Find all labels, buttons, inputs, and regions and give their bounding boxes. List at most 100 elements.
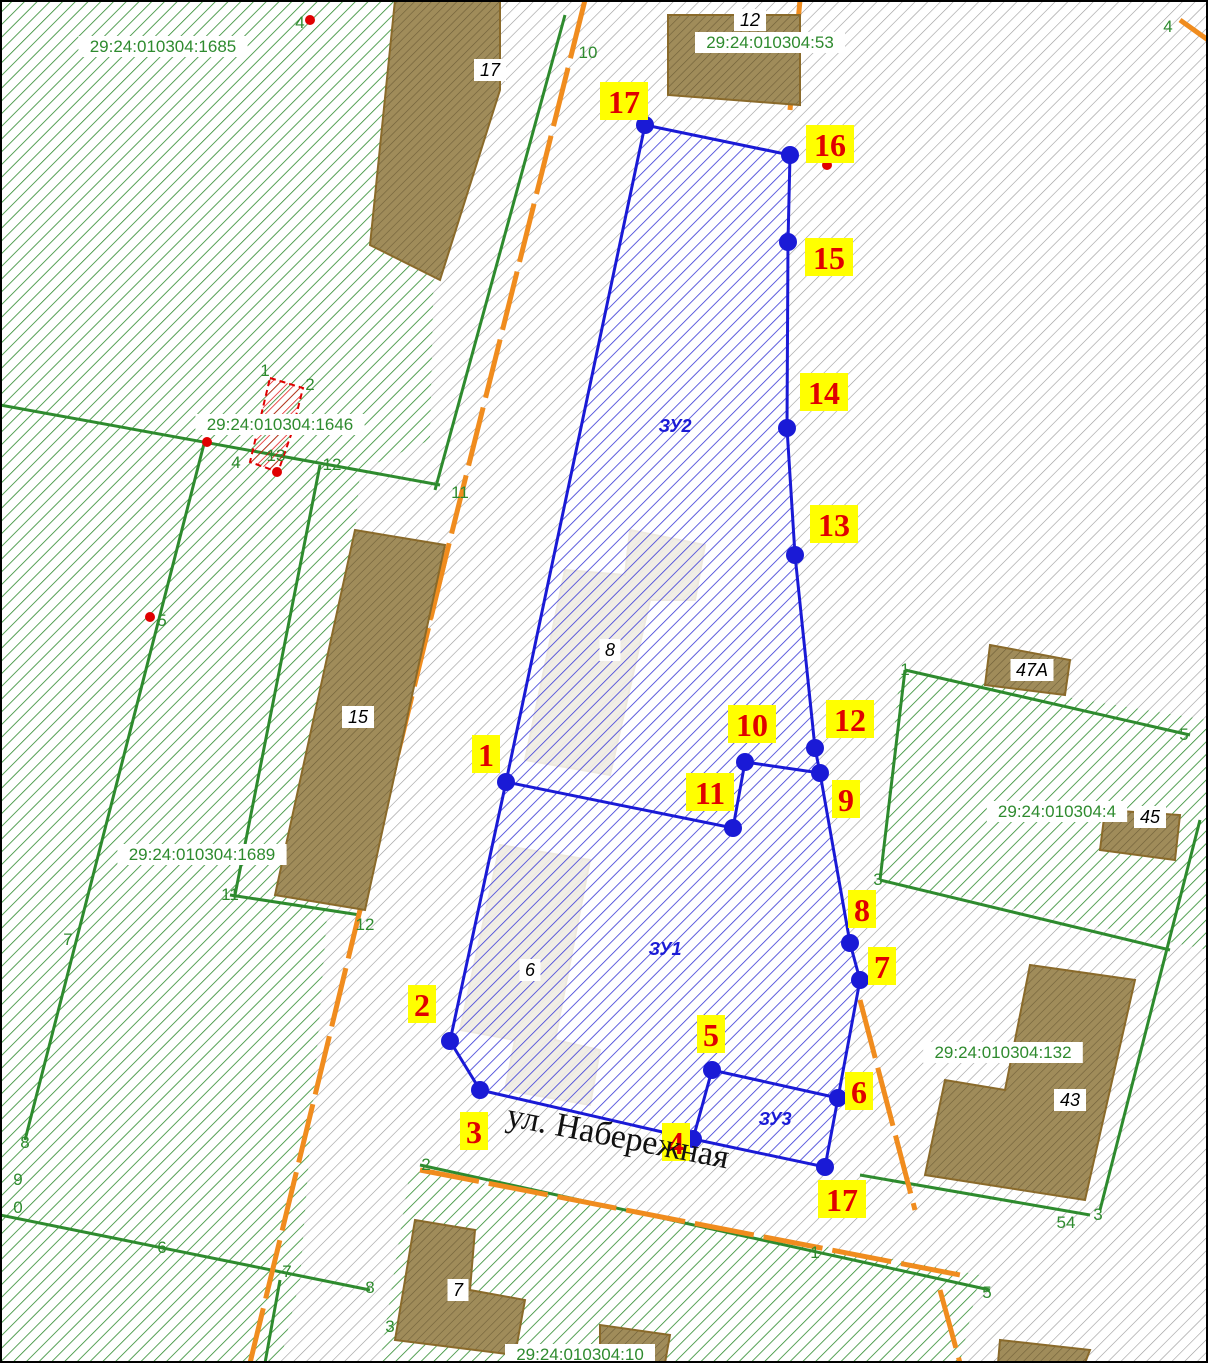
boundary-point-number: 12 xyxy=(356,915,375,934)
zone-label: ЗУ3 xyxy=(758,1109,791,1129)
cadastral-number: 29:24:010304:1646 xyxy=(207,415,354,434)
vertex-point xyxy=(779,233,797,251)
building-number: 17 xyxy=(480,60,501,80)
boundary-point-number: 2 xyxy=(421,1155,430,1174)
vertex-point xyxy=(816,1158,834,1176)
boundary-point-number: 1 xyxy=(900,660,909,679)
boundary-point-number: 5 xyxy=(982,1283,991,1302)
point-label: 16 xyxy=(814,127,846,163)
point-label-bg xyxy=(686,773,734,811)
vertex-point xyxy=(724,819,742,837)
vertex-point xyxy=(703,1061,721,1079)
vertex-point xyxy=(786,546,804,564)
boundary-point-number: 5 xyxy=(157,611,166,630)
boundary-point-number: 4 xyxy=(231,453,240,472)
boundary-point-number: 2 xyxy=(305,375,314,394)
boundary-point-number: 5 xyxy=(1179,725,1188,744)
point-label-bg xyxy=(818,1180,866,1218)
point-label: 3 xyxy=(466,1114,482,1150)
vertex-point xyxy=(851,971,869,989)
point-label: 6 xyxy=(851,1074,867,1110)
cadastral-number: 29:24:010304:1685 xyxy=(90,37,237,56)
building-number: 12 xyxy=(740,10,760,30)
point-label: 17 xyxy=(608,84,640,120)
point-label: 17 xyxy=(826,1182,858,1218)
vertex-point xyxy=(497,773,515,791)
boundary-point-number: 3 xyxy=(873,870,882,889)
building-number: 6 xyxy=(525,960,536,980)
zone-label: ЗУ2 xyxy=(658,416,691,436)
planned-parcel xyxy=(448,123,862,1169)
point-label: 8 xyxy=(854,892,870,928)
vertex-point xyxy=(806,739,824,757)
point-label: 15 xyxy=(813,240,845,276)
zone-label: ЗУ1 xyxy=(648,939,681,959)
boundary-point-number: 1 xyxy=(260,361,269,380)
point-label-bg xyxy=(800,373,848,411)
boundary-point-number: 10 xyxy=(579,43,598,62)
point-label-bg xyxy=(806,125,854,163)
point-label: 2 xyxy=(414,987,430,1023)
boundary-point-number: 4 xyxy=(295,13,304,32)
point-label-bg xyxy=(472,735,500,773)
boundary-point-number: 54 xyxy=(1057,1213,1076,1232)
cadastral-label-bg xyxy=(78,36,248,57)
building-label-bg xyxy=(734,9,766,31)
cadastral-number: 29:24:010304:4 xyxy=(998,802,1116,821)
boundary-point-number: 4 xyxy=(1163,17,1172,36)
cadastral-label-bg xyxy=(195,414,365,435)
point-label-bg xyxy=(810,505,858,543)
point-label: 11 xyxy=(695,775,725,811)
vertex-point xyxy=(636,116,654,134)
vertex-point xyxy=(811,764,829,782)
building-label-bg xyxy=(447,1279,469,1301)
boundary-point-number: 7 xyxy=(282,1262,291,1281)
vertex-point xyxy=(441,1032,459,1050)
boundary-point-number: 1 xyxy=(810,1243,819,1262)
vertex-point xyxy=(736,753,754,771)
cadastral-label-bg xyxy=(117,844,287,865)
point-label: 13 xyxy=(818,507,850,543)
point-label: 14 xyxy=(808,375,840,411)
boundary-point-number: 3 xyxy=(1093,1205,1102,1224)
point-label-bg xyxy=(832,780,860,818)
vertex-point xyxy=(471,1081,489,1099)
boundary-point-number: 11 xyxy=(221,885,239,904)
cadastral-number: 29:24:010304:10 xyxy=(516,1345,644,1363)
cadastral-boundaries xyxy=(0,14,1202,1363)
point-label-bg xyxy=(845,1072,873,1110)
point-label: 12 xyxy=(834,702,866,738)
building-label-bg xyxy=(599,639,621,661)
boundary-point-number: 13 xyxy=(267,446,286,465)
building-label-bg xyxy=(474,59,506,81)
point-label-bg xyxy=(805,238,853,276)
point-label: 1 xyxy=(478,737,494,773)
point-label: 9 xyxy=(838,782,854,818)
point-label: 7 xyxy=(874,949,890,985)
building-label-bg xyxy=(519,959,541,981)
point-label-bg xyxy=(697,1015,725,1053)
point-label: 10 xyxy=(736,707,768,743)
building-number: 45 xyxy=(1140,807,1161,827)
boundary-point-number: 11 xyxy=(451,483,469,502)
boundary-point-number: 7 xyxy=(63,930,72,949)
point-label: 5 xyxy=(703,1017,719,1053)
vertex-point xyxy=(781,146,799,164)
vertex-point xyxy=(829,1089,847,1107)
vertex-point xyxy=(778,419,796,437)
building-number: 43 xyxy=(1060,1090,1080,1110)
building-label-bg xyxy=(1054,1089,1086,1111)
cadastral-label-bg xyxy=(923,1042,1083,1063)
point-label-bg xyxy=(848,890,876,928)
building-label-bg xyxy=(1134,806,1166,828)
boundary-point-number: 8 xyxy=(20,1133,29,1152)
boundary-point-number: 8 xyxy=(365,1278,374,1297)
point-label-bg xyxy=(728,705,776,743)
boundary-point-number: 3 xyxy=(385,1317,394,1336)
